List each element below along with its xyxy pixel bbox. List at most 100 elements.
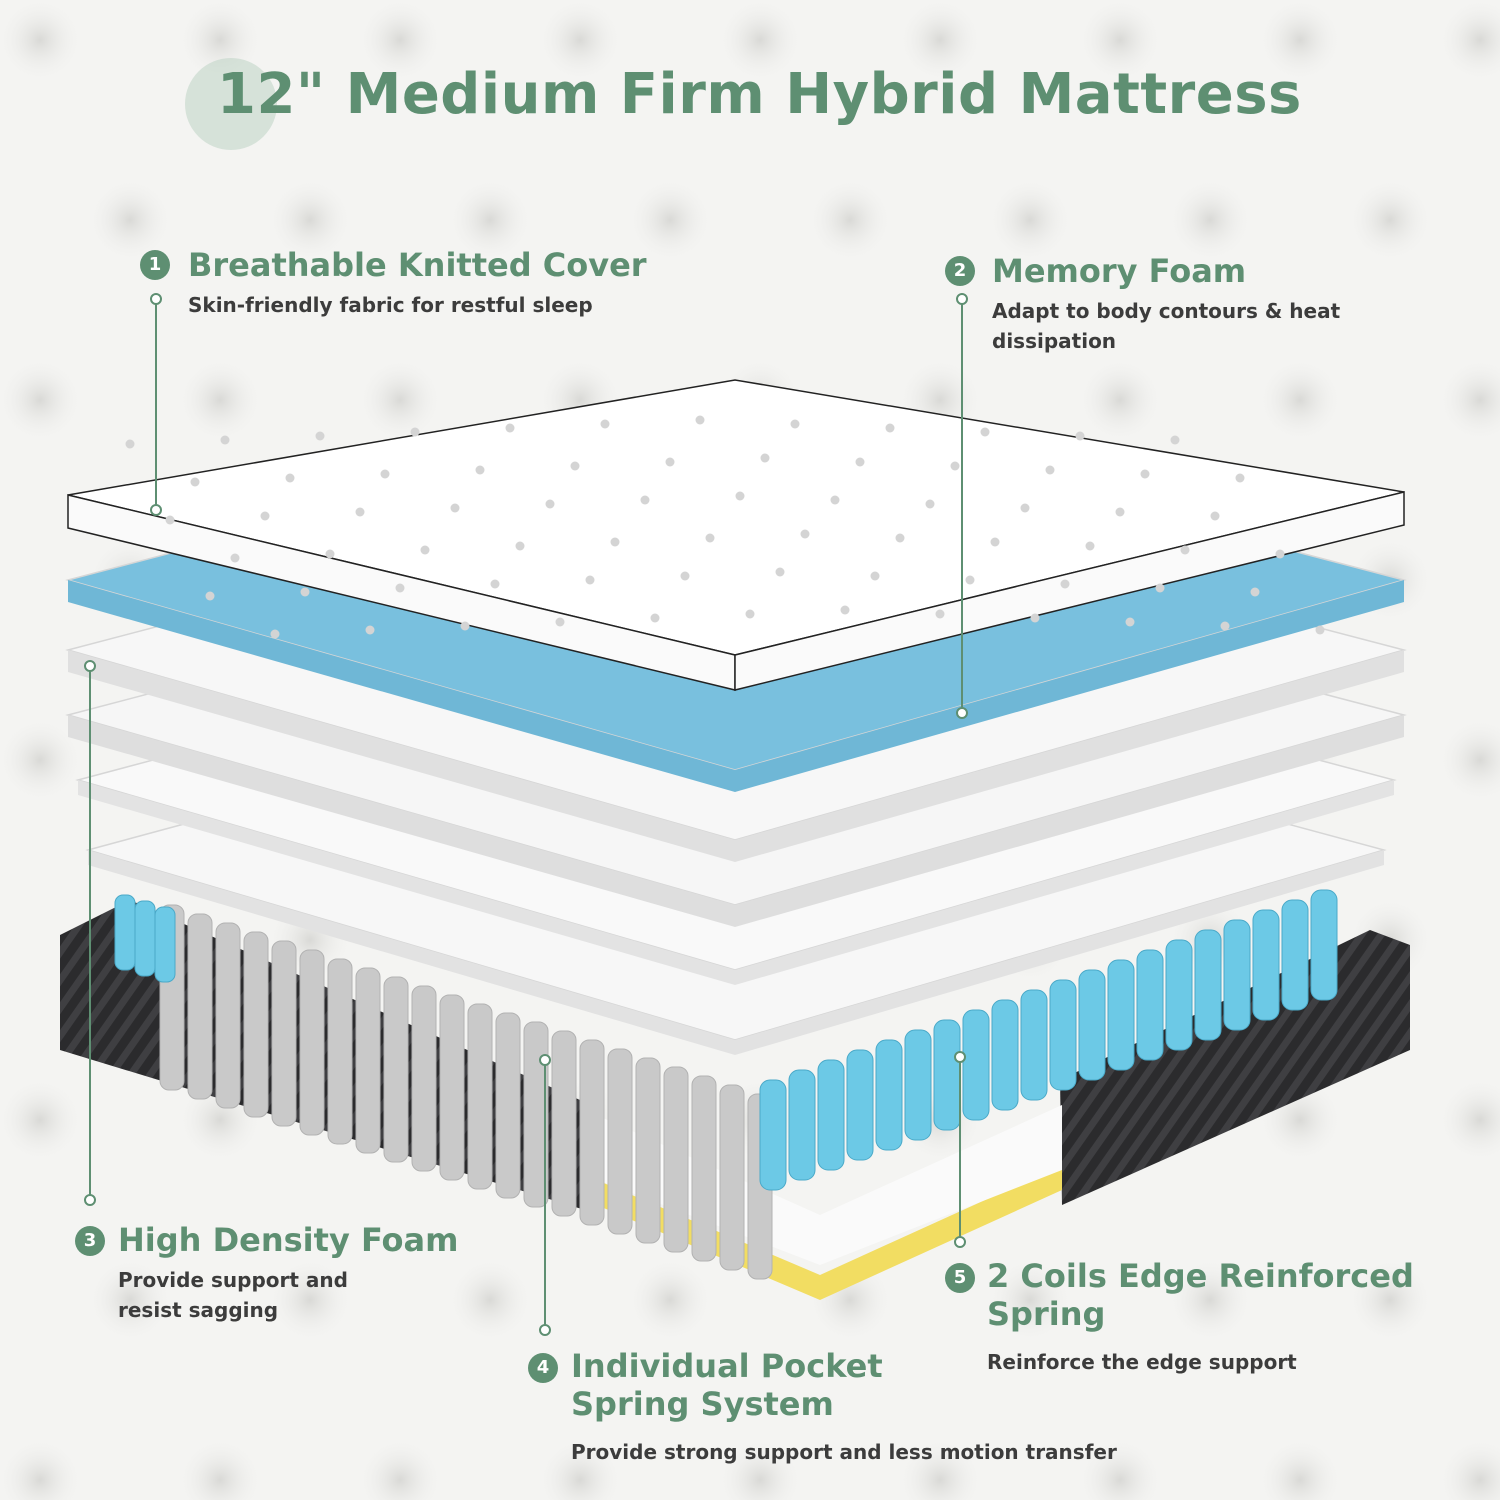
quilt-dimple <box>885 423 895 433</box>
quilt-dimple <box>840 605 850 615</box>
callout-heading: Individual Pocket Spring System <box>571 1347 883 1423</box>
quilt-dimple <box>365 625 375 635</box>
quilt-tuft <box>0 0 82 82</box>
leader-line-4-dot-end <box>539 1324 551 1336</box>
callout-description: Provide strong support and less motion t… <box>571 1440 1117 1464</box>
quilt-dimple <box>610 537 620 547</box>
quilt-dimple <box>1020 503 1030 513</box>
callout-high-density-foam: 3 High Density Foam Provide support and … <box>75 1221 459 1325</box>
quilt-dimple <box>1315 625 1325 635</box>
quilt-tuft <box>718 1438 802 1500</box>
edge-coil <box>788 1069 816 1181</box>
quilt-dimple <box>410 427 420 437</box>
pocket-coil <box>467 1003 493 1190</box>
edge-coil <box>1020 989 1048 1101</box>
leader-line-1-dot-end <box>150 504 162 516</box>
leader-line-2-dot-start <box>956 293 968 305</box>
quilt-dimple <box>760 453 770 463</box>
callout-description: Adapt to body contours & heat dissipatio… <box>992 299 1341 353</box>
quilt-dimple <box>325 549 335 559</box>
quilt-tuft <box>1078 0 1162 82</box>
quilt-tuft <box>538 1438 622 1500</box>
pocket-coil <box>635 1057 661 1244</box>
quilt-dimple <box>1275 549 1285 559</box>
quilt-dimple <box>745 609 755 619</box>
quilt-dimple <box>1180 545 1190 555</box>
pocket-coil <box>579 1039 605 1226</box>
quilt-tuft <box>358 1438 442 1500</box>
quilt-tuft <box>898 1438 982 1500</box>
leader-line-3-dot-start <box>84 660 96 672</box>
high-density-foam-layer-4-front-left <box>88 850 735 1055</box>
leader-line-1-dot-start <box>150 293 162 305</box>
edge-coil <box>904 1029 932 1141</box>
edge-coil <box>875 1039 903 1151</box>
pocket-coil <box>327 958 353 1145</box>
edge-coil <box>1194 929 1222 1041</box>
callout-edge-reinforced-spring: 5 2 Coils Edge Reinforced Spring Reinfor… <box>945 1257 1425 1377</box>
quilt-tuft <box>1438 358 1500 442</box>
quilt-dimple <box>990 537 1000 547</box>
high-density-foam-layer-3-front-left <box>78 780 735 985</box>
memory-foam-layer-front-right <box>735 580 1404 792</box>
pocket-coil <box>243 931 269 1118</box>
callout-memory-foam: 2 Memory Foam Adapt to body contours & h… <box>945 252 1375 356</box>
quilt-dimple <box>1220 621 1230 631</box>
quilt-tuft <box>1258 0 1342 82</box>
leader-line-5-dot-start <box>954 1051 966 1063</box>
callout-heading: High Density Foam <box>118 1221 459 1259</box>
callout-individual-pocket-spring-system: 4 Individual Pocket Spring System Provid… <box>528 1347 1168 1467</box>
number-badge: 1 <box>140 250 170 280</box>
pocket-coil <box>719 1084 745 1271</box>
quilt-dimple <box>680 571 690 581</box>
edge-coil <box>1136 949 1164 1061</box>
quilt-dimple <box>650 613 660 623</box>
pocket-coil <box>271 940 297 1127</box>
leader-line-2-dot-end <box>956 707 968 719</box>
quilt-dimple <box>830 495 840 505</box>
pocket-coil <box>355 967 381 1154</box>
edge-coil <box>759 1079 787 1191</box>
quilt-dimple <box>450 503 460 513</box>
quilt-dimple <box>190 477 200 487</box>
quilt-tuft <box>1438 1438 1500 1500</box>
callout-breathable-knitted-cover: 1 Breathable Knitted Cover Skin-friendly… <box>140 246 700 320</box>
quilt-dimple <box>220 435 230 445</box>
quilt-tuft <box>178 1438 262 1500</box>
quilt-dimple <box>395 583 405 593</box>
quilt-dimple <box>1115 507 1125 517</box>
quilt-tuft <box>0 1078 82 1162</box>
quilt-dimple <box>260 511 270 521</box>
callout-heading: Breathable Knitted Cover <box>188 246 647 284</box>
edge-coil <box>962 1009 990 1121</box>
edge-coil <box>1049 979 1077 1091</box>
quilt-tuft <box>628 1258 712 1342</box>
quilt-tuft <box>0 358 82 442</box>
pocket-coil <box>439 994 465 1181</box>
callout-heading: 2 Coils Edge Reinforced Spring <box>987 1257 1414 1333</box>
quilt-tuft <box>88 1258 172 1342</box>
page-title: 12" Medium Firm Hybrid Mattress <box>217 62 1302 127</box>
quilt-dimple <box>790 419 800 429</box>
callout-heading: Memory Foam <box>992 252 1247 290</box>
quilt-dimple <box>1235 473 1245 483</box>
quilt-tuft <box>988 1258 1072 1342</box>
quilt-dimple <box>600 419 610 429</box>
edge-coil <box>933 1019 961 1131</box>
edge-coil <box>134 900 156 977</box>
pocket-coil <box>523 1021 549 1208</box>
quilt-tuft <box>898 0 982 82</box>
quilt-dimple <box>1030 613 1040 623</box>
quilt-dimple <box>165 515 175 525</box>
quilt-tuft <box>1438 0 1500 82</box>
quilt-tuft <box>448 1258 532 1342</box>
quilt-dimple <box>475 465 485 475</box>
quilt-tuft <box>0 718 82 802</box>
quilt-dimple <box>1250 587 1260 597</box>
quilt-tuft <box>178 358 262 442</box>
edge-coil <box>1310 889 1338 1001</box>
quilt-dimple <box>1075 431 1085 441</box>
quilt-tuft <box>1258 1438 1342 1500</box>
quilt-dimple <box>555 617 565 627</box>
quilt-tuft <box>538 0 622 82</box>
